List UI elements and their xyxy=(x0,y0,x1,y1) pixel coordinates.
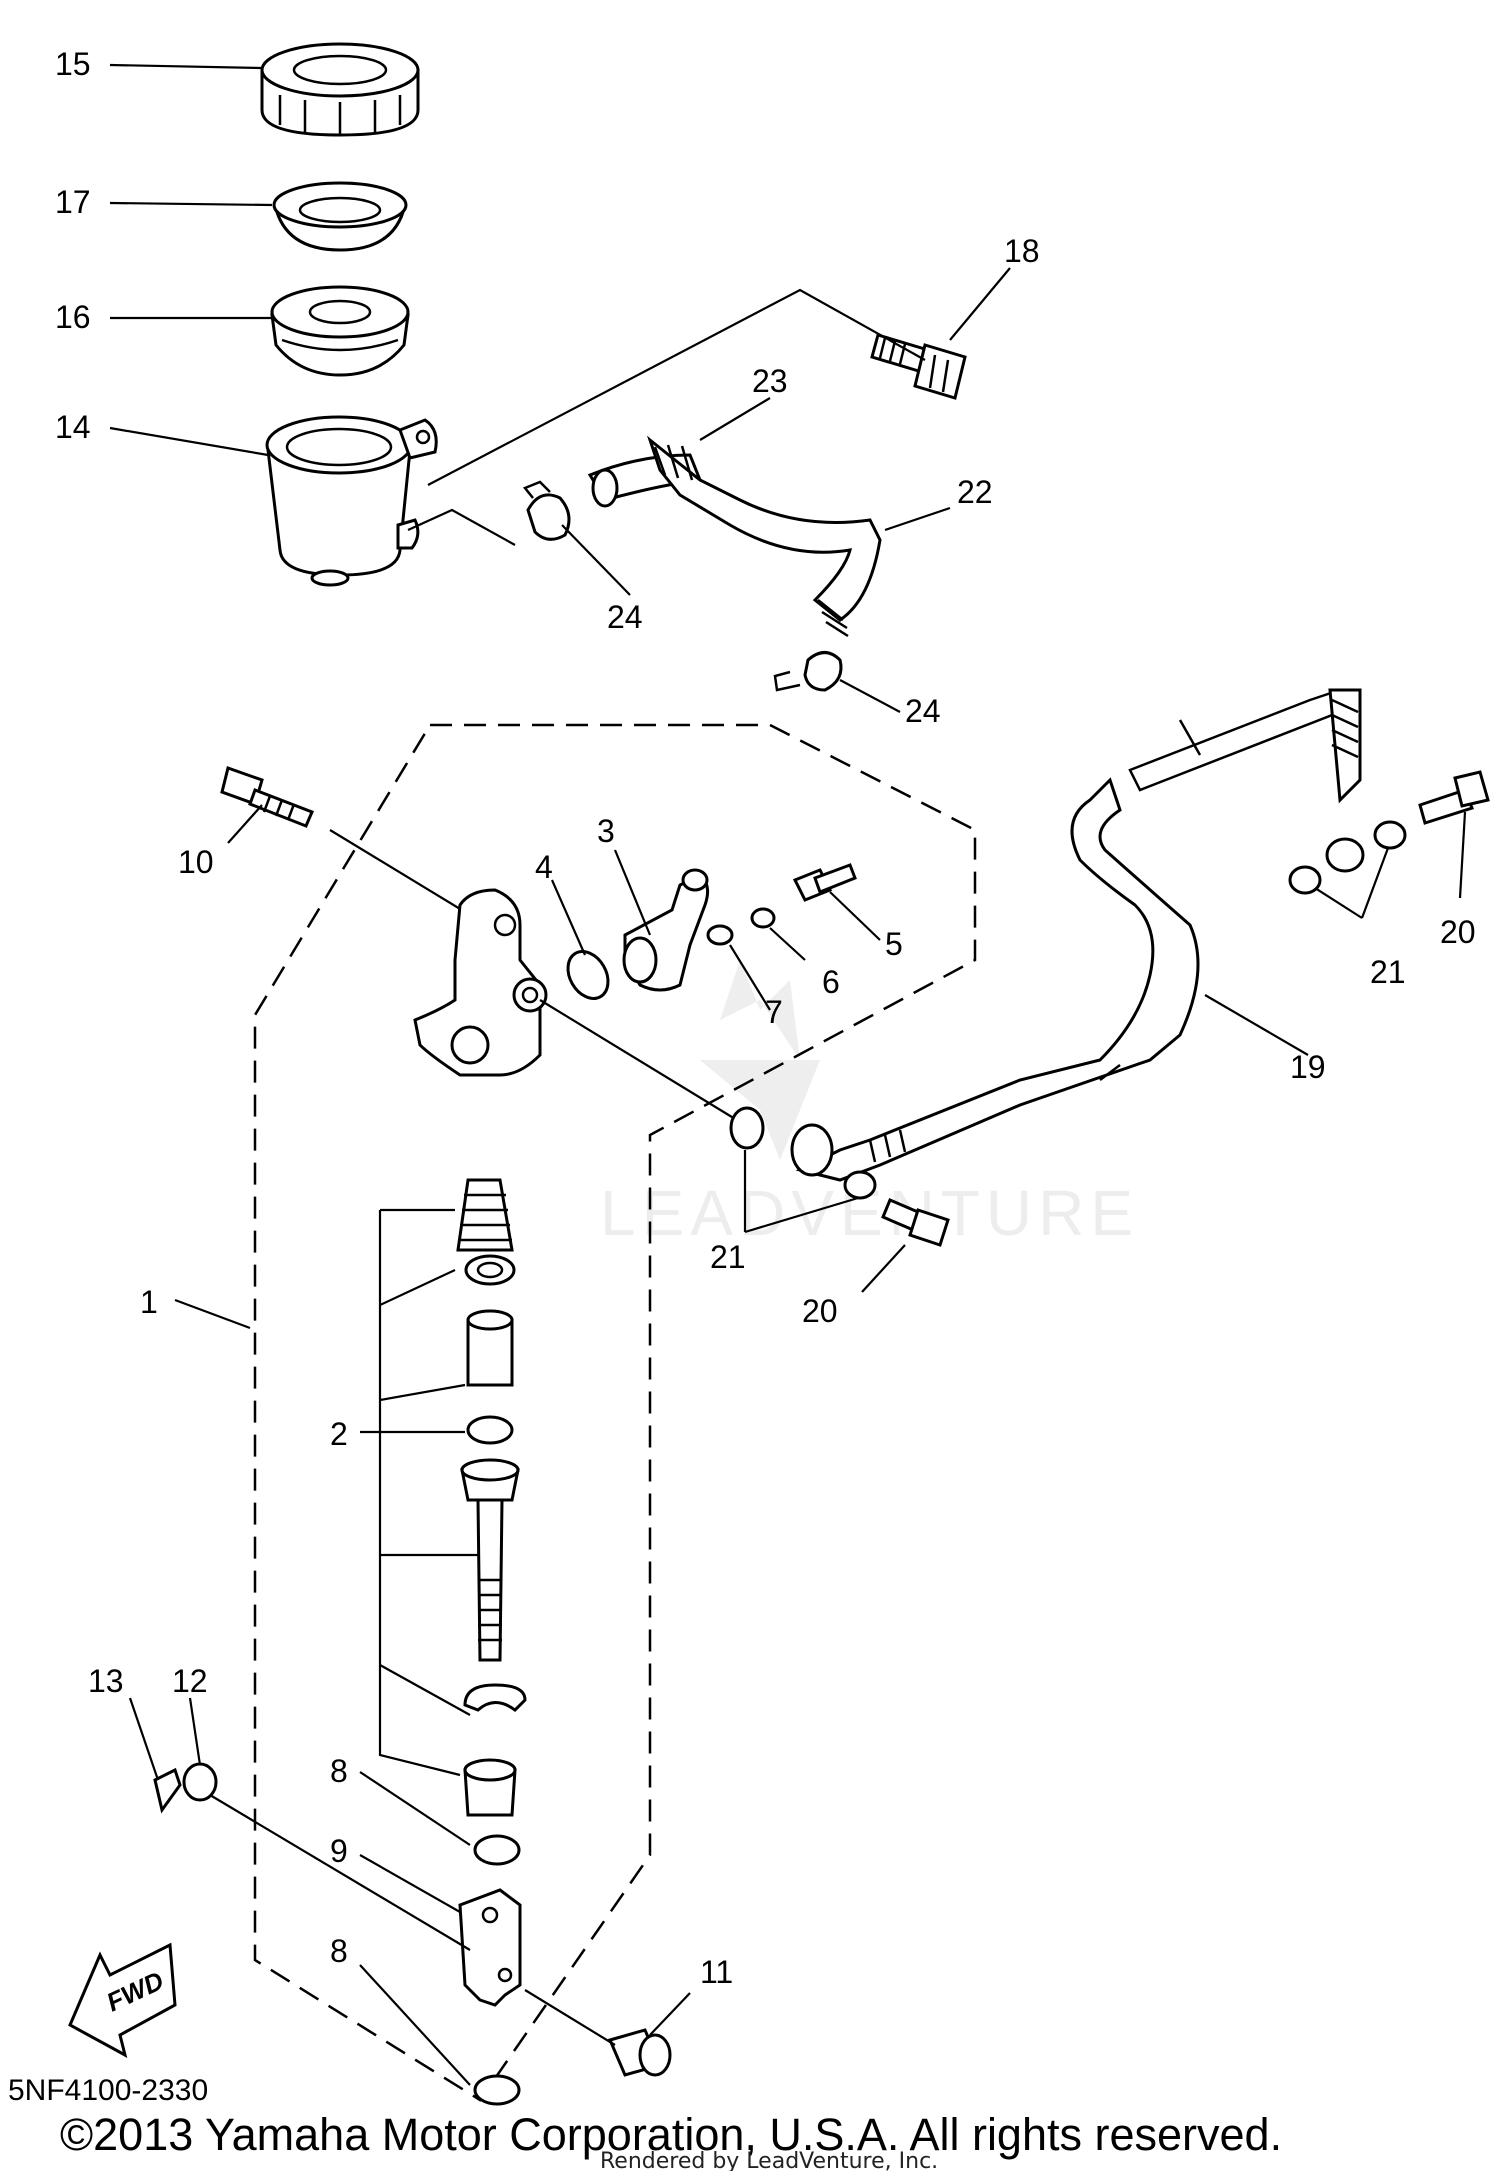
fwd-arrow: FWD xyxy=(68,1942,177,2058)
callout-2: 2 xyxy=(330,1416,348,1452)
callout-13: 13 xyxy=(88,1663,124,1699)
callout-9: 9 xyxy=(330,1833,348,1869)
copper-washer-lower-b xyxy=(843,1170,877,1200)
callout-17: 17 xyxy=(55,184,91,220)
assembly-outline xyxy=(253,723,977,2102)
callout-18: 18 xyxy=(1004,233,1040,269)
screw-washer xyxy=(706,924,734,946)
master-cylinder-bolt xyxy=(220,766,314,828)
callout-3: 3 xyxy=(597,813,615,849)
circlip-6 xyxy=(750,907,776,929)
leader-lines xyxy=(109,63,1467,2086)
diaphragm-plate xyxy=(272,181,408,252)
callout-22: 22 xyxy=(957,474,993,510)
callout-24-upper: 24 xyxy=(607,599,643,635)
push-rod-clevis xyxy=(458,1888,522,2007)
watermark: LEADVENTURE xyxy=(600,960,1133,1249)
cotter-pin xyxy=(153,1767,182,1814)
callout-24-lower: 24 xyxy=(905,693,941,729)
callout-labels: 15 17 16 14 18 23 22 24 24 10 4 3 5 6 7 … xyxy=(55,46,1476,1990)
reservoir-tank xyxy=(265,415,438,587)
brake-hose xyxy=(790,688,1365,1182)
diagram-code: 5NF4100-2330 xyxy=(8,2074,208,2107)
hose-clamp-upper xyxy=(522,480,571,541)
callout-6: 6 xyxy=(822,964,840,1000)
reservoir-cap xyxy=(260,42,420,137)
copper-washer-right-b xyxy=(1373,820,1407,850)
callout-5: 5 xyxy=(885,926,903,962)
piston-kit xyxy=(456,1178,527,1817)
clevis-pin xyxy=(607,2028,672,2077)
callout-7: 7 xyxy=(765,994,783,1030)
hose-clamp-lower xyxy=(773,651,843,692)
callout-8-lower: 8 xyxy=(330,1933,348,1969)
callout-21-right: 21 xyxy=(1370,954,1406,990)
diaphragm xyxy=(270,285,410,377)
callout-12: 12 xyxy=(172,1663,208,1699)
lock-nut-lower xyxy=(473,2074,521,2106)
callout-23: 23 xyxy=(752,363,788,399)
banjo-bolt-right xyxy=(1418,770,1490,825)
copper-washer-right-a xyxy=(1288,865,1322,895)
master-cylinder-body xyxy=(413,888,548,1077)
callout-19: 19 xyxy=(1290,1049,1326,1085)
callout-15: 15 xyxy=(55,46,91,82)
reservoir-hose xyxy=(587,435,882,638)
callout-16: 16 xyxy=(55,299,91,335)
pin-washer xyxy=(182,1762,218,1802)
reservoir-bolt xyxy=(870,333,967,400)
callout-20-right: 20 xyxy=(1440,914,1476,950)
banjo-bolt-lower xyxy=(881,1198,950,1247)
copyright: ©2013 Yamaha Motor Corporation, U.S.A. A… xyxy=(60,2109,1282,2160)
rendered-by: Rendered by LeadVenture, Inc. xyxy=(600,2149,938,2171)
hose-joint xyxy=(622,868,710,992)
lock-nut-upper xyxy=(473,1834,521,1866)
callout-8-upper: 8 xyxy=(330,1753,348,1789)
callout-21-lower: 21 xyxy=(710,1239,746,1275)
callout-1: 1 xyxy=(140,1284,158,1320)
callout-20-lower: 20 xyxy=(802,1293,838,1329)
joint-screw xyxy=(792,863,857,902)
callout-4: 4 xyxy=(535,849,553,885)
copper-washer-lower xyxy=(729,1106,765,1150)
callout-11: 11 xyxy=(700,1954,733,1990)
callout-14: 14 xyxy=(55,409,91,445)
callout-10: 10 xyxy=(178,844,214,880)
o-ring xyxy=(566,950,610,1000)
